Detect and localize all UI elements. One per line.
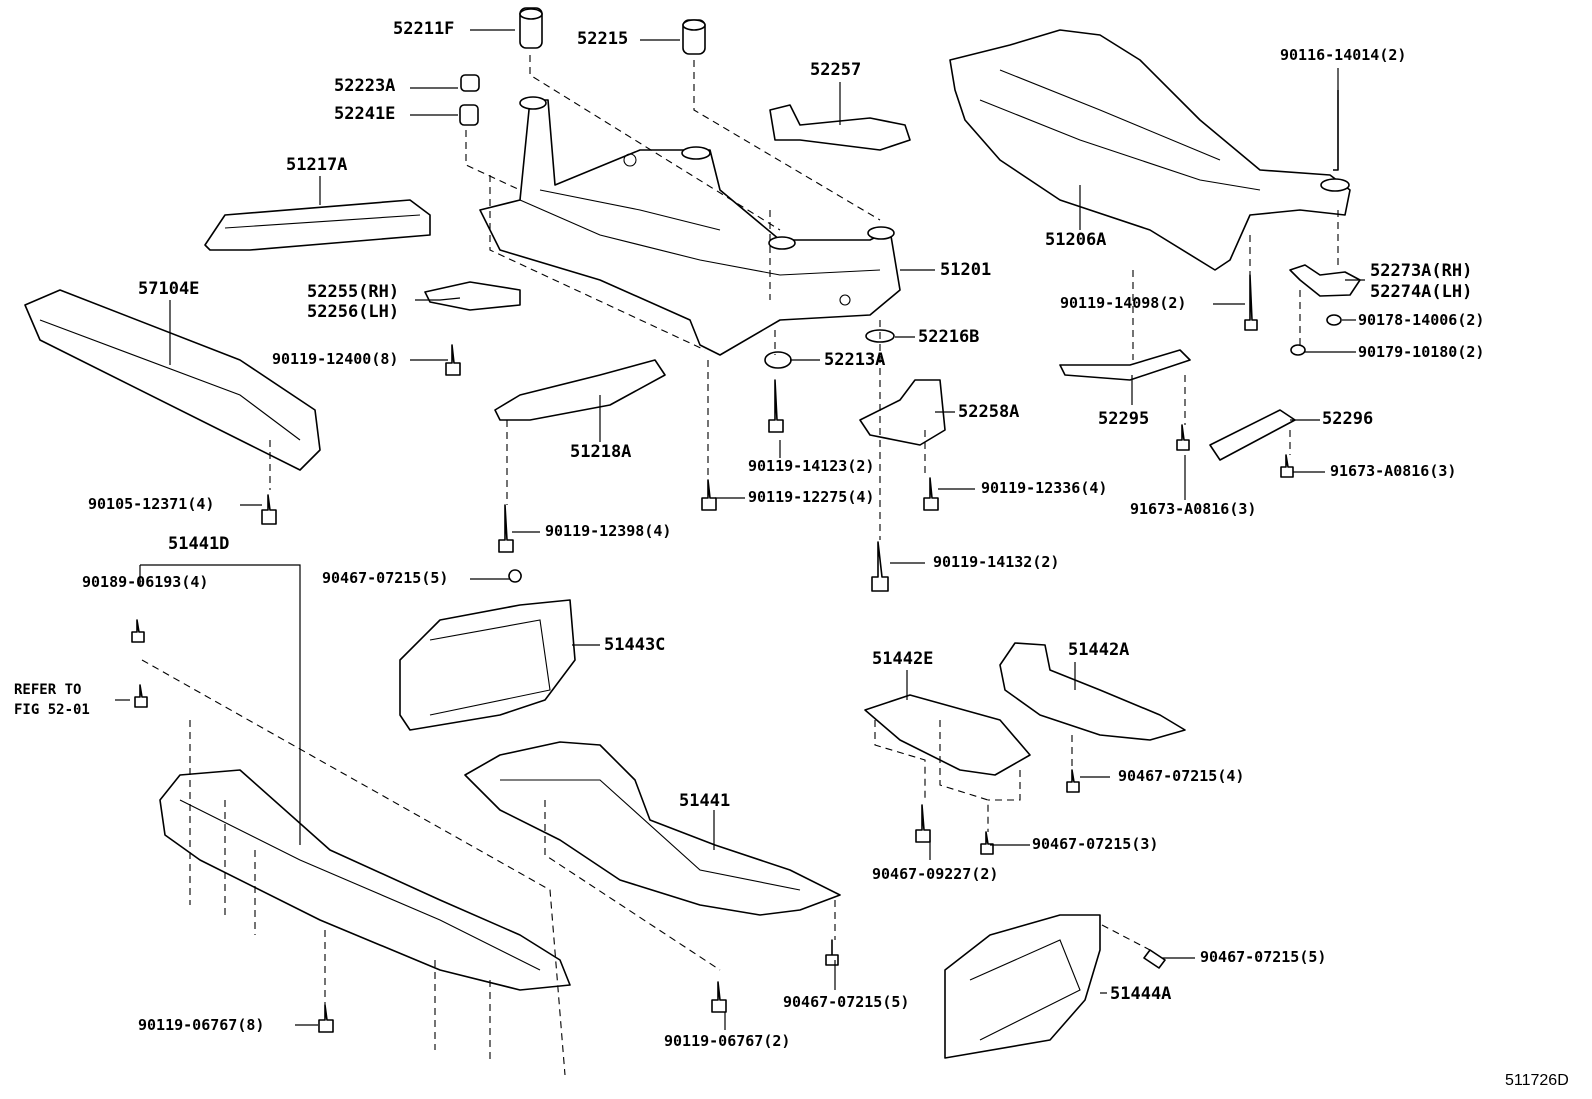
label-52255: 52255(RH) [307,282,400,302]
label-91673-a0816-a: 91673-A0816(3) [1330,462,1457,480]
bolts [131,90,1339,1033]
label-51441d: 51441D [168,534,230,554]
brace-52296 [1209,409,1296,461]
label-52258a: 52258A [958,402,1020,422]
rear-crossmember [949,29,1351,271]
label-57104e: 57104E [138,279,200,299]
label-52296: 52296 [1322,409,1374,429]
bushing-52223a [460,74,480,92]
refer-note-line2: FIG 52-01 [14,702,90,718]
leader-lines [115,29,1365,1030]
cover-51442a [999,642,1186,741]
label-52211f: 52211F [393,19,455,39]
refer-note-line1: REFER TO [14,682,82,698]
cover-51441d [159,769,571,991]
cover-51444a [944,914,1101,1059]
label-91673-a0816-b: 91673-A0816(3) [1130,500,1257,518]
label-90467-07215-4: 90467-07215(4) [1118,767,1245,785]
diagram-id: 511726D [1505,1072,1569,1089]
label-90467-09227: 90467-09227(2) [872,865,999,883]
label-90119-06767-2: 90119-06767(2) [664,1032,791,1050]
label-90119-06767-8: 90119-06767(8) [138,1016,265,1034]
stopper-52213a [764,351,792,369]
label-51217a: 51217A [286,155,348,175]
label-90119-12275: 90119-12275(4) [748,488,875,506]
bracket-52257 [769,104,911,151]
label-90179-10180: 90179-10180(2) [1358,343,1485,361]
label-51442e: 51442E [872,649,934,669]
label-52215: 52215 [577,29,629,49]
bushing-52215 [682,19,706,55]
shield-52255 [424,281,521,311]
label-52274a: 52274A(LH) [1370,282,1473,302]
label-90119-12398: 90119-12398(4) [545,522,672,540]
label-90467-07215-5a: 90467-07215(5) [322,569,449,587]
label-51443c: 51443C [604,635,666,655]
reinforcement-51218a [494,359,666,421]
label-52295: 52295 [1098,409,1150,429]
cover-51442e [864,694,1031,776]
label-52273a: 52273A(RH) [1370,261,1473,281]
bushing-52241e [459,104,479,126]
label-51441: 51441 [679,791,731,811]
label-90467-07215-5c: 90467-07215(5) [783,993,910,1011]
label-52216b: 52216B [918,327,980,347]
brace-52295 [1059,349,1191,381]
label-52257: 52257 [810,60,862,80]
label-90178-14006: 90178-14006(2) [1358,311,1485,329]
bracket-52258a [859,379,946,446]
label-51442a: 51442A [1068,640,1130,660]
label-90189-06193: 90189-06193(4) [82,573,209,591]
member-57104e [24,289,321,471]
label-51206a: 51206A [1045,230,1107,250]
refer-note: REFER TO FIG 52-01 [14,680,90,720]
label-90119-14123: 90119-14123(2) [748,457,875,475]
label-90119-14098: 90119-14098(2) [1060,294,1187,312]
label-90119-12400: 90119-12400(8) [272,350,399,368]
label-51444a: 51444A [1110,984,1172,1004]
label-90119-12336: 90119-12336(4) [981,479,1108,497]
label-51201: 51201 [940,260,992,280]
label-90105-12371: 90105-12371(4) [88,495,215,513]
label-90467-07215-3: 90467-07215(3) [1032,835,1159,853]
reinforcement-51217a [204,199,431,251]
cover-51441 [464,741,841,916]
label-52241e: 52241E [334,104,396,124]
label-90467-07215-5b: 90467-07215(5) [1200,948,1327,966]
label-90119-14132: 90119-14132(2) [933,553,1060,571]
guide-lines [141,55,1339,1076]
label-52223a: 52223A [334,76,396,96]
bushing-52211f [519,7,543,49]
label-51218a: 51218A [570,442,632,462]
label-90116-14014: 90116-14014(2) [1280,46,1407,64]
label-52213a: 52213A [824,350,886,370]
label-52256: 52256(LH) [307,302,400,322]
cover-51443c [399,599,576,731]
front-crossmember [479,96,901,356]
